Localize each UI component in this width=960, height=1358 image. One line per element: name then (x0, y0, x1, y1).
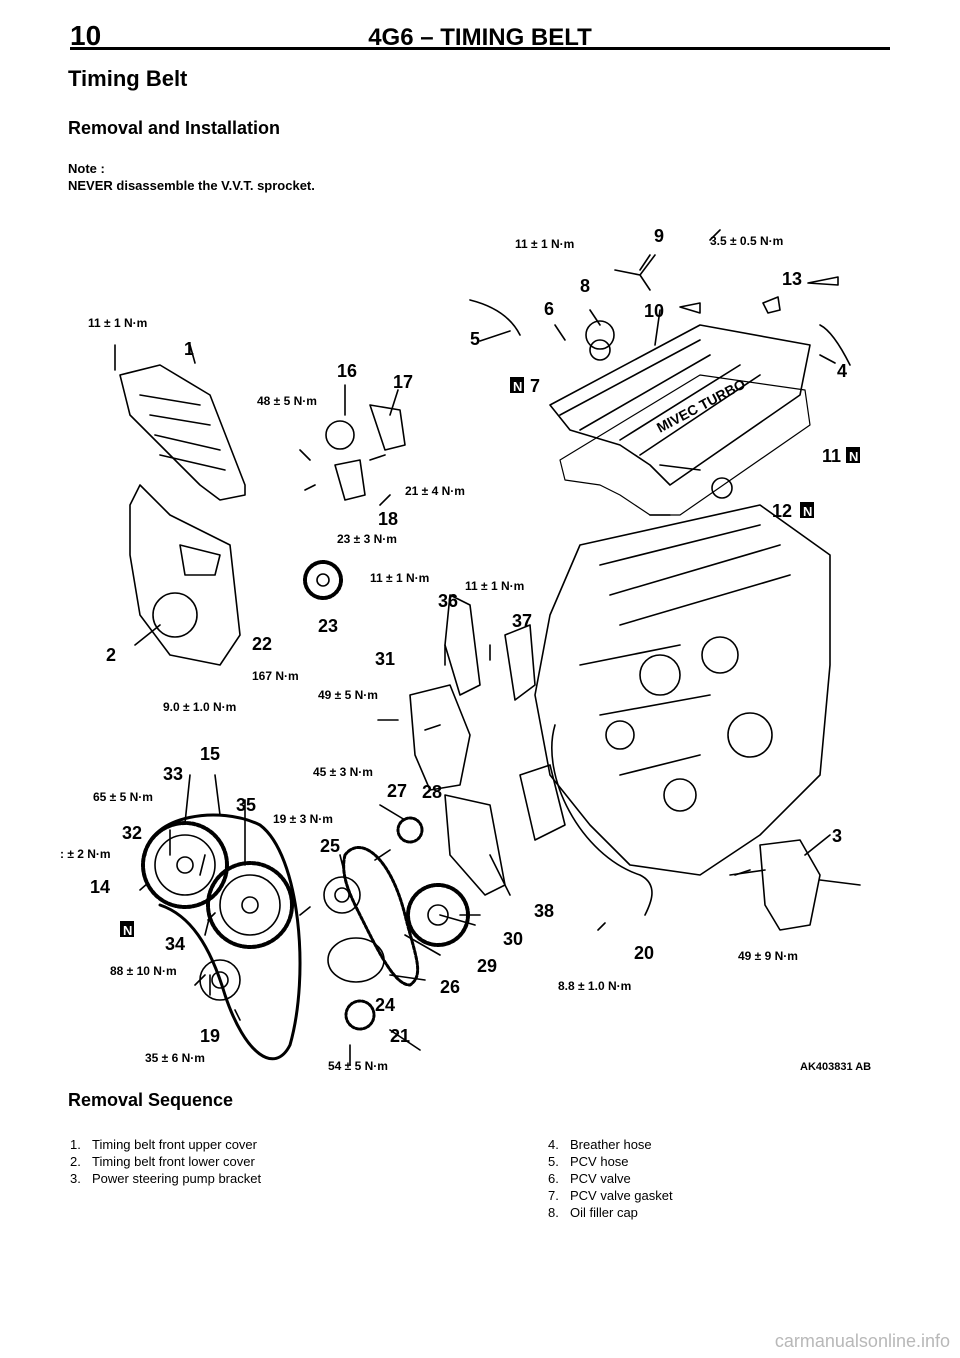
head-cover-gasket (559, 374, 811, 516)
part-number: 7 (530, 376, 540, 396)
part-number: 28 (422, 782, 442, 802)
list-item: 4.Breather hose (548, 1137, 652, 1152)
part-number: 23 (318, 616, 338, 636)
part-number: 16 (337, 361, 357, 381)
part-number: 26 (440, 977, 460, 997)
torque-label: 11 ± 1 N·m (515, 237, 574, 251)
torque-label: 45 ± 3 N·m (313, 765, 373, 779)
part-number: 27 (387, 781, 407, 801)
upper-timing-cover (119, 364, 246, 501)
list-item: 6.PCV valve (548, 1171, 631, 1186)
torque-label: 49 ± 9 N·m (738, 949, 798, 963)
new-part-marks: N N N N (120, 377, 860, 938)
part-number: 31 (375, 649, 395, 669)
lower-timing-cover (129, 484, 241, 666)
exploded-diagram-svg: MIVEC TURBO 11 ± 1 N·m 11 ± 1 N·m 3.5 ± … (60, 226, 871, 1073)
list-item: 8.Oil filler cap (548, 1205, 638, 1220)
torque-label: 65 ± 5 N·m (93, 790, 153, 804)
part-number: 15 (200, 744, 220, 764)
part-number: 21 (390, 1026, 410, 1046)
header-rule (70, 47, 890, 50)
torque-label: 19 ± 3 N·m (273, 812, 333, 826)
part-number: 35 (236, 795, 256, 815)
section-title: Timing Belt (68, 66, 188, 91)
camshaft-sprocket-intake (206, 861, 294, 949)
cover-lettering: MIVEC TURBO (654, 375, 748, 435)
part-number: 17 (393, 372, 413, 392)
part-number: 32 (122, 823, 142, 843)
part-number: 37 (512, 611, 532, 631)
engine-block (534, 504, 831, 876)
torque-label: 11 ± 1 N·m (88, 316, 147, 330)
part-number: 38 (534, 901, 554, 921)
torque-label: 3.5 ± 0.5 N·m (710, 234, 783, 248)
new-part-mark: N (123, 923, 132, 938)
part-number: 5 (470, 329, 480, 349)
list-item: 1.Timing belt front upper cover (70, 1137, 257, 1152)
part-number: 33 (163, 764, 183, 784)
part-number: 25 (320, 836, 340, 856)
list-item: 7.PCV valve gasket (548, 1188, 673, 1203)
part-number: 19 (200, 1026, 220, 1046)
torque-label: 54 ± 5 N·m (328, 1059, 388, 1073)
part-number: 22 (252, 634, 272, 654)
page-number: 10 (70, 20, 102, 51)
part-number: 6 (544, 299, 554, 319)
torque-label: 23 ± 3 N·m (337, 532, 397, 546)
list-item: 2.Timing belt front lower cover (70, 1154, 255, 1169)
torque-label: 49 ± 5 N·m (318, 688, 378, 702)
part-number: 9 (654, 226, 664, 246)
part-number: 2 (106, 645, 116, 665)
new-part-mark: N (849, 449, 858, 464)
part-number: 13 (782, 269, 802, 289)
page-header: 10 4G6 – TIMING BELT (70, 18, 890, 51)
torque-label: 48 ± 5 N·m (257, 394, 317, 408)
part-number: 4 (837, 361, 847, 381)
part-number: 14 (90, 877, 110, 897)
list-item: 3.Power steering pump bracket (70, 1171, 262, 1186)
removal-sequence-title: Removal Sequence (68, 1090, 234, 1110)
part-number: 29 (477, 956, 497, 976)
part-number: 12 (772, 501, 792, 521)
part-number: 24 (375, 995, 395, 1015)
torque-label: 11 ± 1 N·m (465, 579, 524, 593)
part-number: 20 (634, 943, 654, 963)
part-number: 36 (438, 591, 458, 611)
torque-label: 8.8 ± 1.0 N·m (558, 979, 631, 993)
list-item: 5.PCV hose (548, 1154, 629, 1169)
part-number: 1 (184, 339, 194, 359)
part-number: 3 (832, 826, 842, 846)
torque-label: : ± 2 N·m (60, 847, 111, 861)
torque-label: 21 ± 4 N·m (405, 484, 465, 498)
note-text: NEVER disassemble the V.V.T. sprocket. (68, 178, 315, 193)
part-number: 34 (165, 934, 185, 954)
new-part-mark: N (513, 379, 522, 394)
part-number: 10 (644, 301, 664, 321)
exploded-diagram: MIVEC TURBO 11 ± 1 N·m 11 ± 1 N·m 3.5 ± … (60, 215, 890, 1085)
figure-code: AK403831 AB (800, 1061, 871, 1073)
chapter-title: 4G6 – TIMING BELT (368, 24, 592, 51)
torque-label: 167 N·m (252, 669, 299, 683)
torque-label: 35 ± 6 N·m (145, 1051, 205, 1065)
part-number: 18 (378, 509, 398, 529)
note-label: Note : (68, 161, 105, 176)
watermark: carmanualsonline.info (774, 1331, 950, 1351)
note: Note : NEVER disassemble the V.V.T. spro… (68, 160, 315, 194)
timing-belt (143, 813, 302, 1061)
part-number: 30 (503, 929, 523, 949)
subsection-title: Removal and Installation (68, 118, 281, 138)
removal-sequence-list-right: 4.Breather hose 5.PCV hose 6.PCV valve 7… (548, 1136, 673, 1221)
part-number: 11 (822, 446, 841, 466)
torque-label: 9.0 ± 1.0 N·m (163, 700, 236, 714)
cylinder-head-cover (549, 324, 811, 486)
part-number: 8 (580, 276, 590, 296)
removal-sequence-list-left: 1.Timing belt front upper cover 2.Timing… (70, 1136, 261, 1187)
torque-label: 88 ± 10 N·m (110, 964, 177, 978)
new-part-mark: N (803, 504, 812, 519)
torque-label: 11 ± 1 N·m (370, 571, 429, 585)
